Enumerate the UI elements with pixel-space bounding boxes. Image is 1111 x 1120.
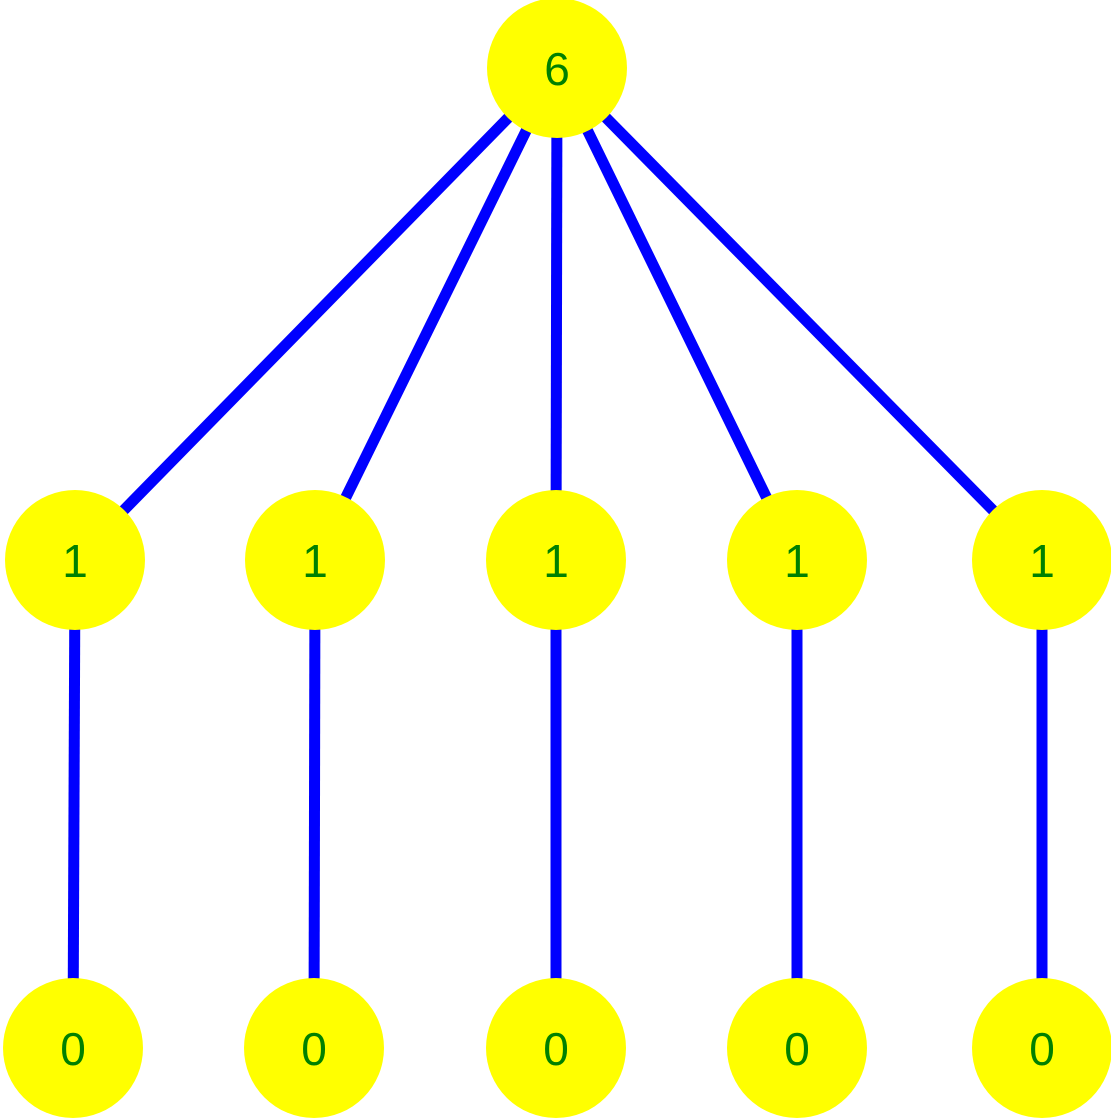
node-label: 0 xyxy=(60,1023,86,1075)
graph-edge xyxy=(308,625,321,983)
node-circle[interactable] xyxy=(245,490,385,630)
graph-edge xyxy=(580,124,774,504)
node-label: 1 xyxy=(62,535,88,587)
graph-edge xyxy=(117,111,515,517)
graph-node[interactable]: 1 xyxy=(727,490,867,630)
node-label: 1 xyxy=(1029,535,1055,587)
node-circle[interactable] xyxy=(486,490,626,630)
graph-node[interactable]: 6 xyxy=(487,0,627,138)
node-label: 0 xyxy=(784,1023,810,1075)
node-circle[interactable] xyxy=(487,0,627,138)
node-label: 0 xyxy=(543,1023,569,1075)
node-circle[interactable] xyxy=(972,490,1111,630)
graph-node[interactable]: 0 xyxy=(972,978,1111,1118)
node-circle[interactable] xyxy=(727,978,867,1118)
node-label: 1 xyxy=(302,535,328,587)
graph-node[interactable]: 0 xyxy=(244,978,384,1118)
graph-node[interactable]: 1 xyxy=(5,490,145,630)
graph-edge xyxy=(599,111,1000,517)
node-circle[interactable] xyxy=(5,490,145,630)
graph-edge xyxy=(550,133,563,495)
node-label: 1 xyxy=(543,535,569,587)
graph-edge xyxy=(67,625,81,983)
node-circle[interactable] xyxy=(3,978,143,1118)
node-circle[interactable] xyxy=(486,978,626,1118)
node-label: 0 xyxy=(301,1023,327,1075)
node-label: 1 xyxy=(784,535,810,587)
edge-layer xyxy=(67,111,1048,983)
node-circle[interactable] xyxy=(972,978,1111,1118)
graph-node[interactable]: 1 xyxy=(486,490,626,630)
graph-node[interactable]: 0 xyxy=(3,978,143,1118)
node-circle[interactable] xyxy=(727,490,867,630)
graph-node[interactable]: 0 xyxy=(727,978,867,1118)
graph-edge xyxy=(339,124,533,504)
node-layer: 6 1 1 1 1 1 0 0 0 0 0 xyxy=(3,0,1111,1118)
graph-node[interactable]: 1 xyxy=(245,490,385,630)
graph-node[interactable]: 0 xyxy=(486,978,626,1118)
node-label: 0 xyxy=(1029,1023,1055,1075)
node-label: 6 xyxy=(544,43,570,95)
graph-node[interactable]: 1 xyxy=(972,490,1111,630)
node-circle[interactable] xyxy=(244,978,384,1118)
